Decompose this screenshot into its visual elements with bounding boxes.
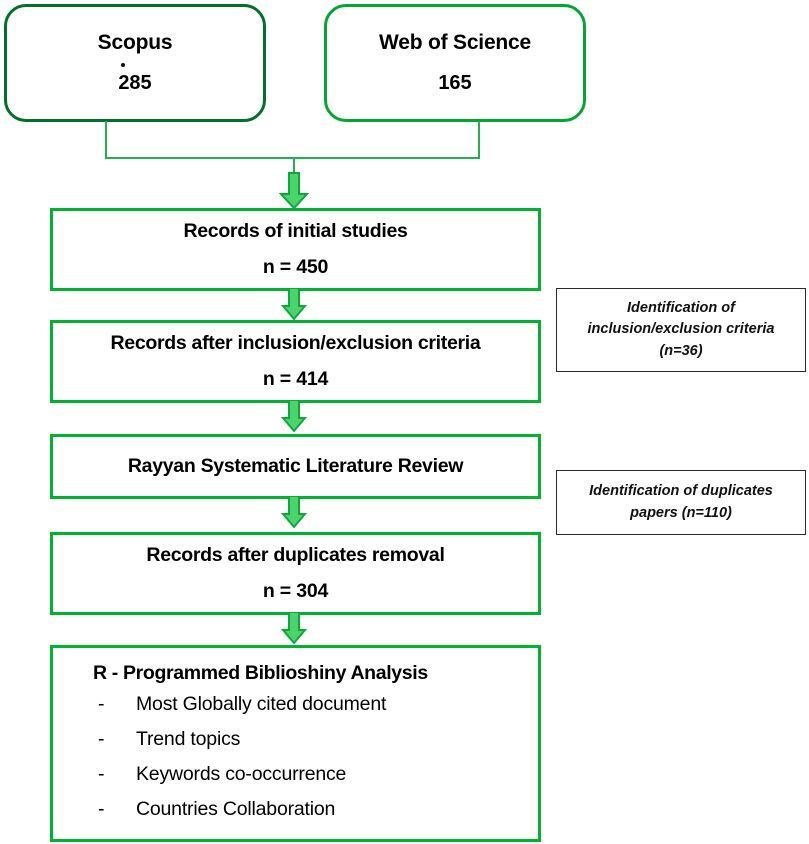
connector-merge-down [293, 157, 295, 175]
note-inclusion-exclusion-line3: (n=36) [659, 342, 703, 359]
biblioshiny-analysis-list: - Most Globally cited document - Trend t… [53, 693, 538, 821]
note-inclusion-exclusion-line2: inclusion/exclusion criteria [587, 321, 775, 338]
note-duplicates: Identification of duplicates papers (n=1… [556, 470, 806, 535]
list-item: - Countries Collaboration [53, 798, 538, 821]
rayyan-review-label: Rayyan Systematic Literature Review [127, 455, 464, 478]
connector-merge-horizontal [105, 157, 480, 159]
biblioshiny-analysis-box: R - Programmed Biblioshiny Analysis - Mo… [50, 645, 541, 842]
records-initial-studies-label: Records of initial studies [183, 220, 408, 243]
biblioshiny-analysis-heading: R - Programmed Biblioshiny Analysis [93, 662, 428, 684]
dash-bullet-icon: - [98, 763, 105, 785]
arrow-criteria-to-rayyan-icon [280, 399, 308, 433]
arrow-merge-to-initial-icon [278, 172, 310, 210]
dash-bullet-icon: - [98, 798, 105, 820]
note-duplicates-line2: papers (n=110) [630, 504, 732, 521]
list-item-label: Countries Collaboration [136, 798, 336, 820]
connector-scopus-down [105, 121, 107, 158]
scopus-count: 285 [118, 62, 152, 95]
list-item: - Most Globally cited document [53, 693, 538, 716]
dot-artifact-icon [121, 62, 126, 67]
list-item: - Trend topics [53, 728, 538, 751]
note-inclusion-exclusion: Identification of inclusion/exclusion cr… [556, 288, 806, 372]
arrow-rayyan-to-duplicates-icon [280, 495, 308, 529]
list-item-label: Trend topics [136, 728, 241, 750]
web-of-science-count: 165 [438, 71, 472, 94]
records-after-duplicates-box: Records after duplicates removal n = 304 [50, 532, 541, 615]
list-item: - Keywords co-occurrence [53, 763, 538, 786]
list-item-label: Most Globally cited document [136, 693, 387, 715]
dash-bullet-icon: - [98, 693, 105, 715]
web-of-science-title: Web of Science [378, 31, 532, 55]
arrow-initial-to-criteria-icon [280, 287, 308, 321]
records-initial-studies-count: n = 450 [262, 255, 329, 278]
rayyan-review-box: Rayyan Systematic Literature Review [50, 434, 541, 499]
connector-wos-down [478, 121, 480, 158]
records-after-duplicates-label: Records after duplicates removal [146, 544, 445, 567]
scopus-title: Scopus [97, 31, 173, 55]
note-duplicates-line1: Identification of duplicates [589, 483, 773, 500]
dash-bullet-icon: - [98, 728, 105, 750]
records-after-criteria-count: n = 414 [262, 367, 329, 390]
note-inclusion-exclusion-line1: Identification of [627, 300, 735, 317]
records-after-criteria-label: Records after inclusion/exclusion criter… [110, 332, 481, 355]
records-after-duplicates-count: n = 304 [262, 579, 329, 602]
scopus-box: Scopus 285 [4, 4, 266, 122]
list-item-label: Keywords co-occurrence [136, 763, 347, 785]
web-of-science-box: Web of Science 165 [324, 4, 586, 122]
arrow-duplicates-to-analysis-icon [280, 611, 308, 645]
scopus-count-value: 285 [118, 71, 152, 94]
records-after-criteria-box: Records after inclusion/exclusion criter… [50, 320, 541, 403]
records-initial-studies-box: Records of initial studies n = 450 [50, 208, 541, 291]
